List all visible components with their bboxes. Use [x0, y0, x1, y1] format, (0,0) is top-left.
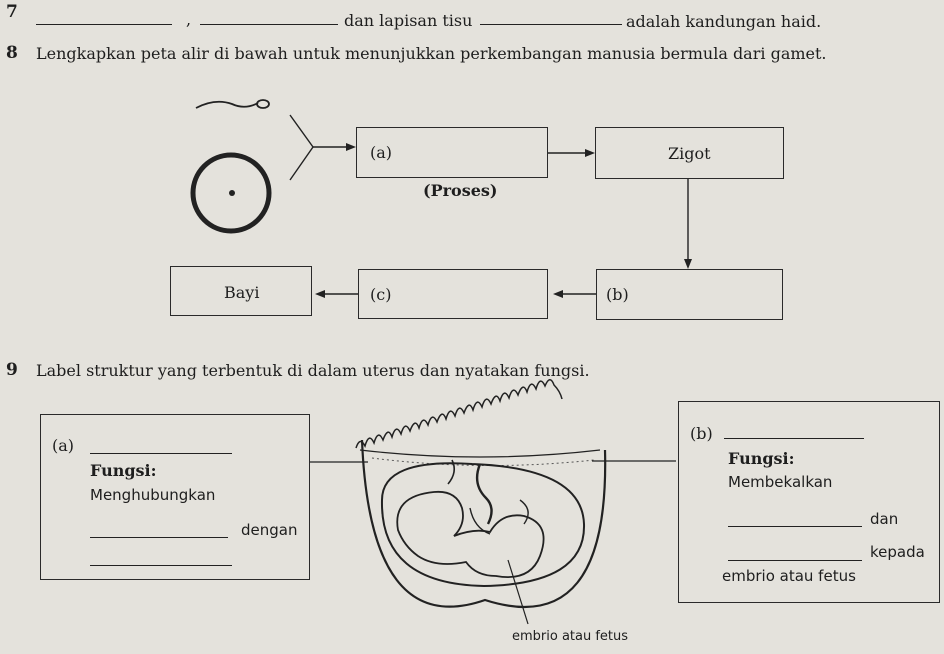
answer-a-label: (a) — [52, 436, 75, 455]
answer-box-b — [678, 401, 940, 603]
sperm-head-icon — [256, 99, 270, 109]
flow-box-c[interactable] — [358, 269, 548, 319]
flow-box-a-label: (a) — [370, 143, 393, 162]
q7-number: 7 — [6, 2, 18, 22]
q9-number: 9 — [6, 360, 18, 380]
ovum-icon — [190, 152, 272, 234]
q7-blank-1[interactable] — [36, 24, 172, 25]
answer-b-blank-3[interactable] — [728, 560, 862, 561]
answer-a-blank-3[interactable] — [90, 565, 232, 566]
answer-b-blank-2[interactable] — [728, 526, 862, 527]
answer-a-fungsi: Fungsi: — [90, 461, 157, 480]
flow-box-b[interactable] — [596, 269, 783, 320]
answer-b-fungsi: Fungsi: — [728, 449, 795, 468]
ovum-nucleus-icon — [229, 190, 235, 196]
q7-text-mid: dan lapisan tisu — [344, 11, 473, 30]
sperm-tail-icon — [195, 100, 259, 109]
flow-box-bayi — [170, 266, 312, 316]
q8-number: 8 — [6, 43, 18, 63]
flow-box-zigot — [595, 127, 784, 179]
q8-prompt: Lengkapkan peta alir di bawah untuk menu… — [36, 44, 827, 63]
umbilical-cord-icon — [475, 463, 493, 525]
flow-box-b-label: (b) — [606, 285, 629, 304]
flow-bayi-label: Bayi — [224, 283, 260, 302]
amniotic-sac-icon — [380, 462, 586, 588]
answer-a-blank-2[interactable] — [90, 537, 228, 538]
answer-b-line1: Membekalkan — [728, 473, 833, 491]
answer-a-line1: Menghubungkan — [90, 486, 216, 504]
q9-prompt: Label struktur yang terbentuk di dalam u… — [36, 361, 590, 380]
answer-box-a — [40, 414, 310, 580]
q7-text-end: adalah kandungan haid. — [626, 12, 822, 31]
q7-comma: , — [186, 10, 192, 29]
flow-proses-label: (Proses) — [423, 181, 498, 200]
answer-b-dan: dan — [870, 510, 899, 528]
answer-b-blank[interactable] — [724, 438, 864, 439]
answer-a-blank[interactable] — [90, 453, 232, 454]
flow-box-a[interactable] — [356, 127, 548, 178]
endometrium-icon — [355, 379, 563, 449]
diagram-embryo-label: embrio atau fetus — [512, 629, 629, 644]
flow-box-c-label: (c) — [370, 285, 392, 304]
q7-blank-2[interactable] — [200, 24, 338, 25]
answer-a-dengan: dengan — [241, 521, 298, 539]
answer-b-kepada: kepada — [870, 543, 925, 561]
fetus-icon — [396, 490, 545, 578]
answer-b-label: (b) — [690, 424, 713, 443]
q7-blank-3[interactable] — [480, 24, 622, 25]
flow-zigot-label: Zigot — [668, 144, 711, 163]
uterus-wall-icon — [360, 439, 607, 609]
answer-b-last: embrio atau fetus — [722, 567, 856, 585]
